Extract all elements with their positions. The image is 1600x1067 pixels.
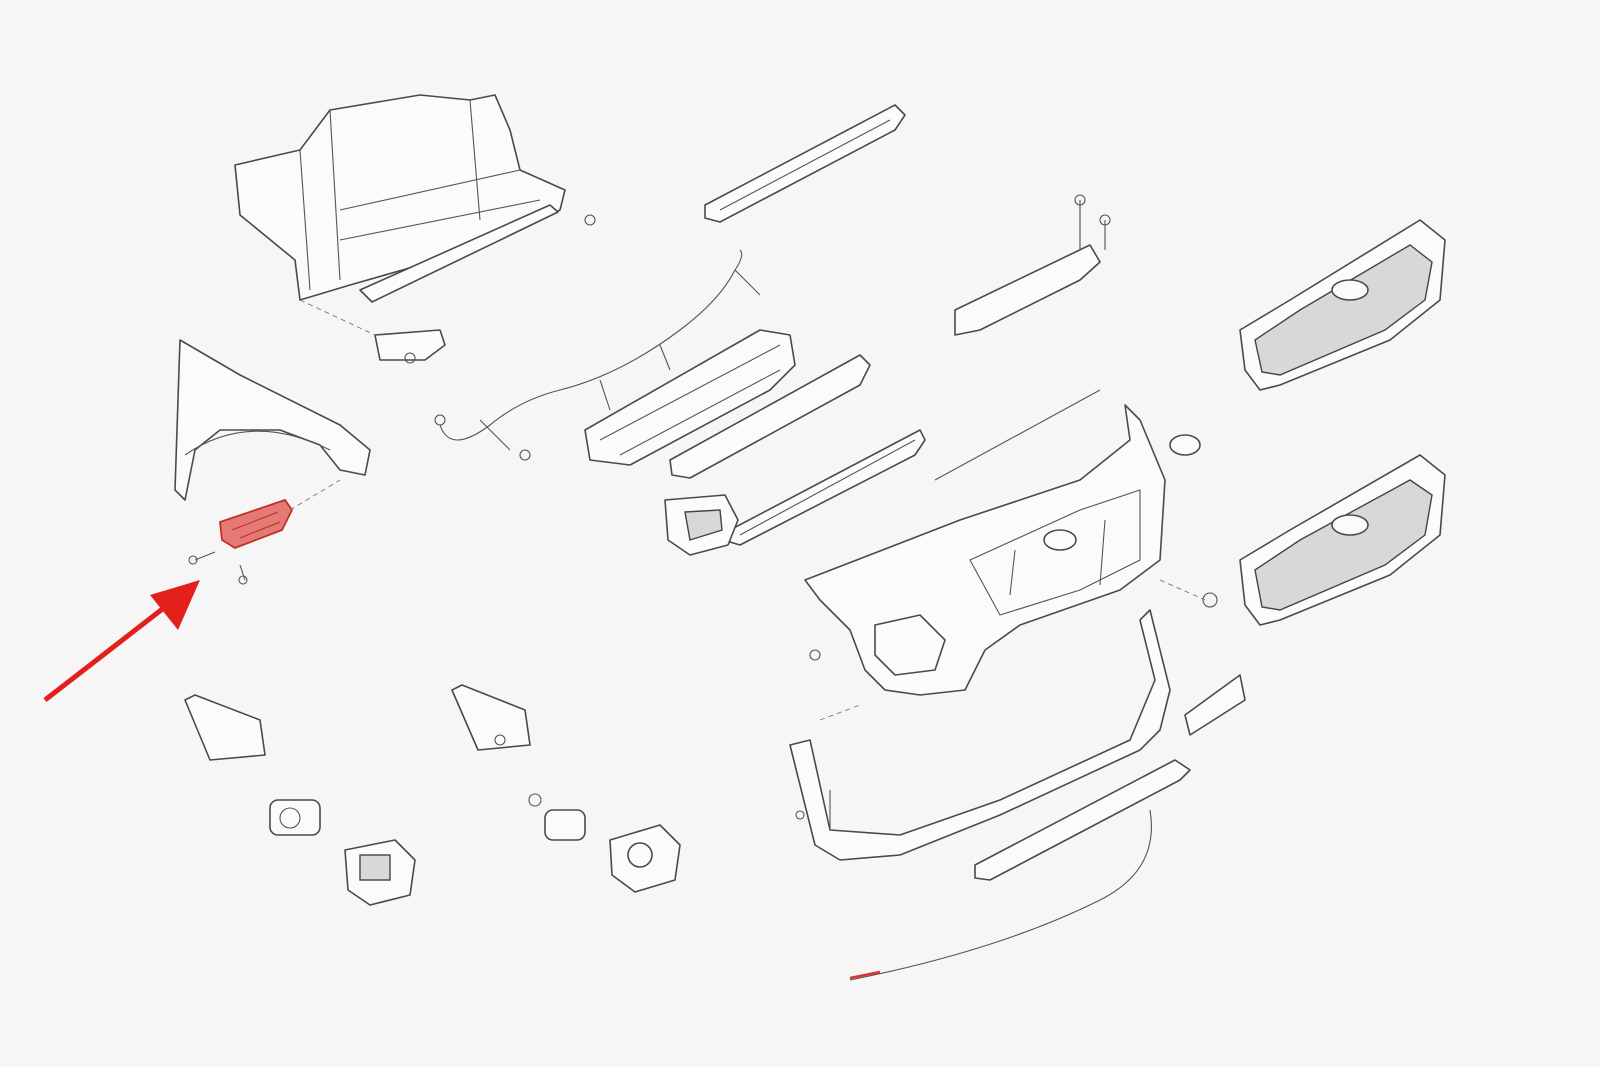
fog-lamp-bezel-left (344, 839, 416, 906)
radiator-support-frame (234, 94, 596, 303)
air-guide-left (184, 694, 266, 761)
hood-latch-support (954, 194, 1111, 336)
bumper-upper-molding (934, 389, 1101, 481)
front-bumper-side-bracket (188, 479, 341, 585)
bumper-energy-absorber (584, 329, 796, 466)
radiator-grille-lower (1239, 454, 1446, 626)
fog-lamp-cover-left (664, 494, 739, 556)
lower-spoiler-strip (849, 809, 1152, 981)
front-fender (174, 339, 371, 501)
kia-emblem (1169, 434, 1201, 456)
air-guide-right (451, 684, 531, 751)
fog-lamp-assembly-left (269, 799, 321, 836)
upper-trim-strip (704, 104, 906, 223)
skid-plate-trim (974, 759, 1191, 881)
front-bumper-lower-lip (789, 609, 1171, 861)
fasteners (404, 352, 1218, 820)
grille-lower-trim (669, 354, 926, 546)
parking-sensor-wiring-harness (434, 249, 761, 461)
fog-lamp-bezel-right (609, 824, 681, 893)
bumper-mount-bracket (299, 299, 446, 361)
highlight-arrow-icon (43, 580, 200, 702)
fog-lamp-assembly-right (528, 793, 586, 841)
license-plate-bracket (1184, 674, 1246, 736)
radiator-grille-upper (1239, 219, 1446, 391)
front-bumper-cover (804, 404, 1166, 696)
